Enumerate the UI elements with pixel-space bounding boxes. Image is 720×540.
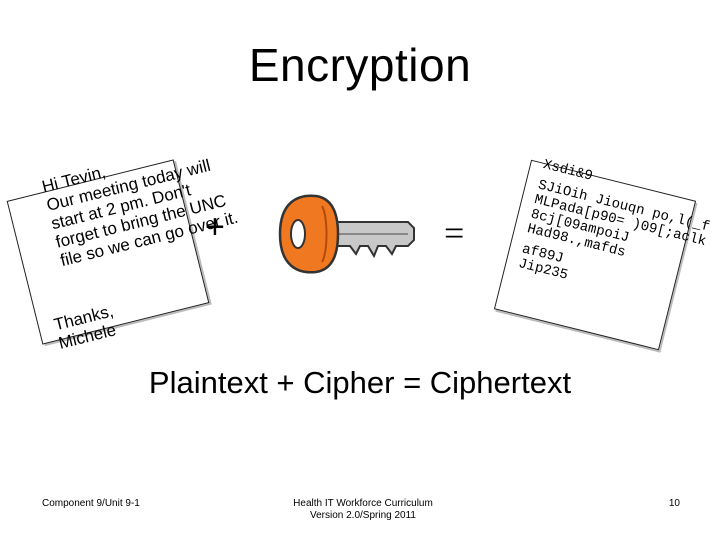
footer-curriculum-line: Health IT Workforce Curriculum	[293, 498, 433, 509]
plaintext-message: Hi Tevin, Our meeting today will start a…	[40, 133, 242, 270]
footer-version-line: Version 2.0/Spring 2011	[309, 510, 416, 521]
plus-sign: +	[205, 208, 225, 246]
equals-sign: =	[444, 213, 465, 253]
footer-component: Component 9/Unit 9-1	[42, 498, 140, 509]
slide-title: Encryption	[248, 39, 472, 91]
page-number: 10	[668, 498, 680, 509]
equation-caption: Plaintext + Cipher = Ciphertext	[148, 365, 572, 400]
footer-curriculum: Health IT Workforce Curriculum Version 2…	[268, 498, 458, 522]
key-icon	[278, 194, 415, 274]
